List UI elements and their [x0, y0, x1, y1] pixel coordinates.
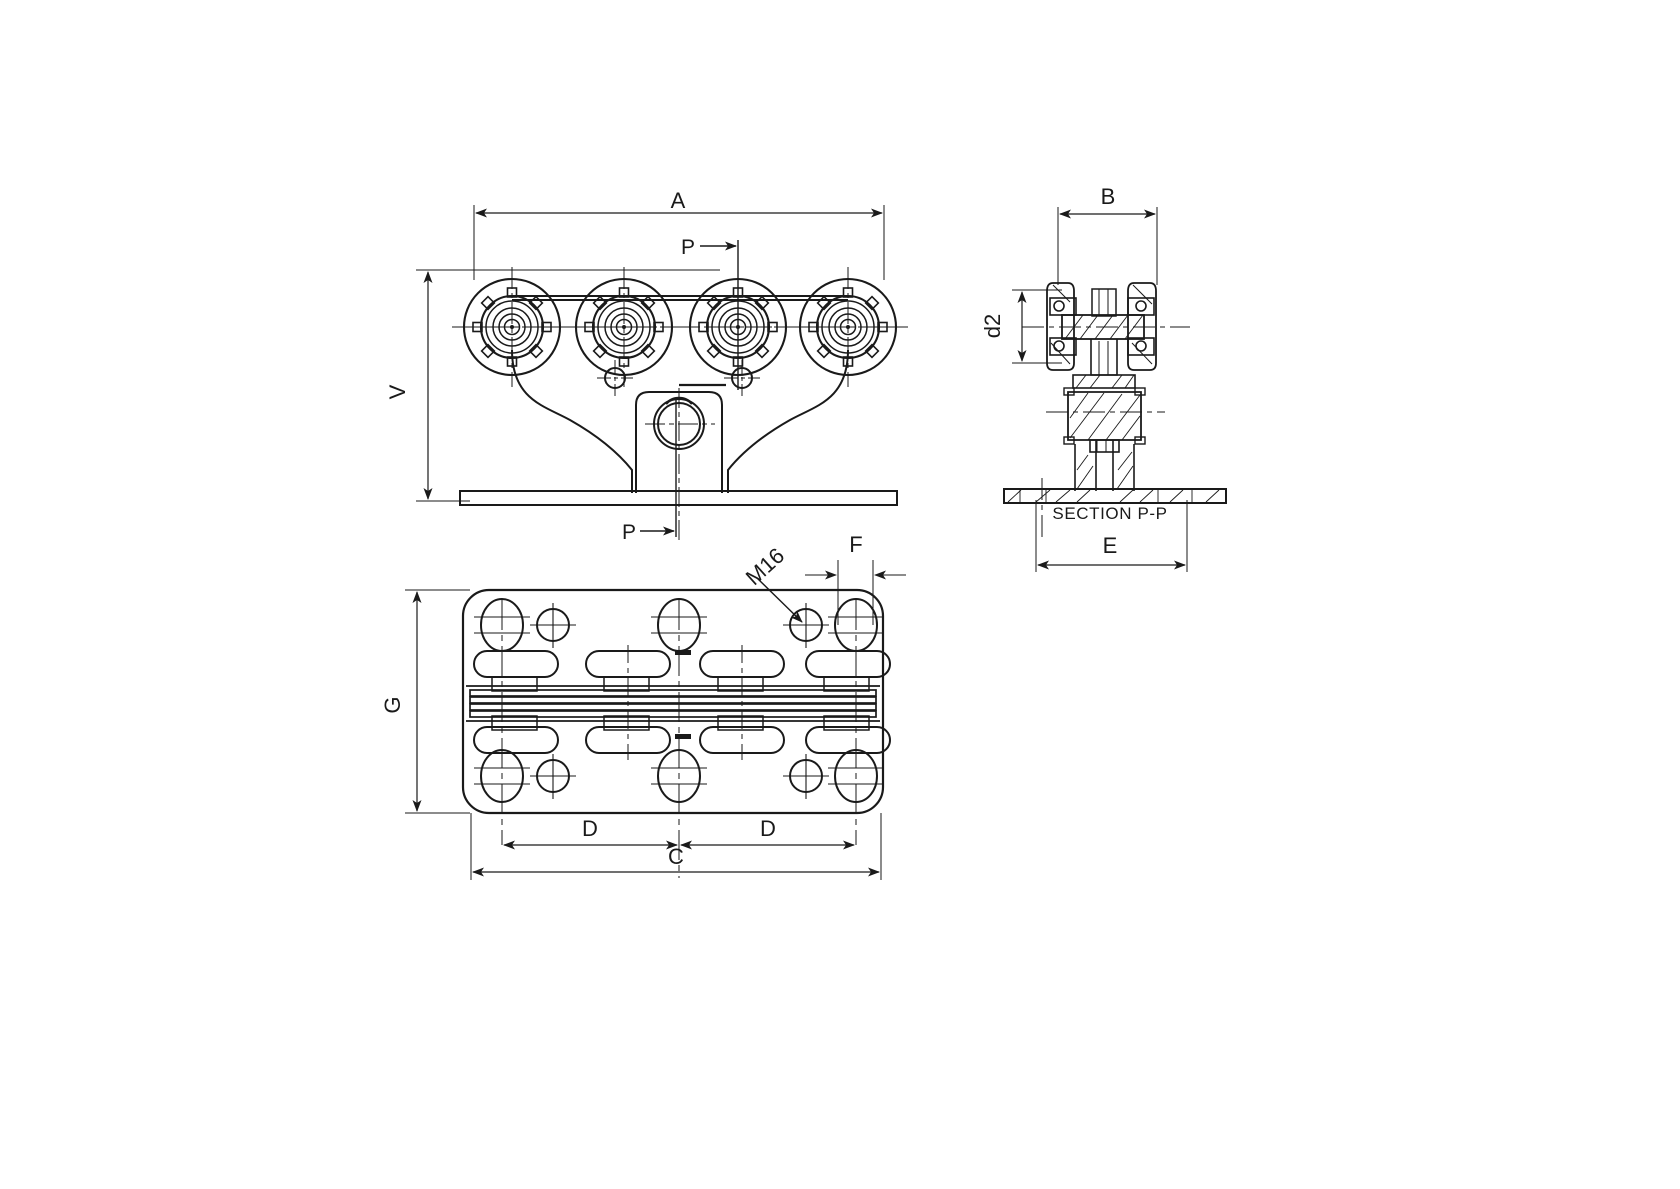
- dimension-A: [473, 205, 885, 280]
- callout-label-M16: M16: [741, 543, 790, 590]
- dimension-F: [805, 560, 906, 625]
- front-elevation-view: [416, 205, 910, 540]
- dimension-label-E: E: [1103, 533, 1118, 558]
- dimension-label-d2: d2: [980, 314, 1005, 338]
- base-plate-front: [459, 490, 898, 506]
- dimension-G: [405, 589, 470, 814]
- pivot-bolt: [724, 360, 760, 396]
- section-pp-view: [1003, 207, 1227, 572]
- round-hole-m16: [783, 603, 829, 648]
- round-hole-m16: [530, 754, 576, 799]
- dimension-label-D-left: D: [582, 816, 598, 841]
- section-marker-P-bottom: [640, 400, 677, 537]
- callout-M16-leader: [756, 577, 803, 623]
- dimension-label-G: G: [380, 696, 405, 713]
- wheel-rim-section: [1046, 282, 1157, 371]
- plan-view: [405, 560, 906, 880]
- dimension-E: [1035, 500, 1188, 572]
- dimension-C: [470, 813, 882, 880]
- round-hole-m16: [530, 603, 576, 648]
- round-hole-m16: [783, 754, 829, 799]
- rail-group: [469, 689, 877, 718]
- dimension-label-B: B: [1101, 184, 1116, 209]
- section-caption: SECTION P-P: [1052, 504, 1167, 523]
- dimension-label-C: C: [668, 844, 684, 869]
- hanger-block: [635, 383, 726, 493]
- slot-row-bottom: [473, 726, 891, 754]
- dimension-label-D-right: D: [760, 816, 776, 841]
- dimension-label-V: V: [385, 384, 410, 399]
- section-marker-label-P-bottom: P: [622, 521, 636, 544]
- base-plate-section: [1003, 488, 1227, 504]
- section-marker-label-P-top: P: [681, 236, 695, 259]
- plate-outline: [461, 588, 885, 815]
- dimension-B: [1057, 207, 1158, 285]
- dimension-label-F: F: [849, 532, 862, 557]
- dimension-V: [416, 269, 720, 502]
- dimension-label-A: A: [671, 188, 686, 213]
- pivot-bolt: [597, 360, 633, 396]
- lower-hub-hatched: [1063, 387, 1146, 445]
